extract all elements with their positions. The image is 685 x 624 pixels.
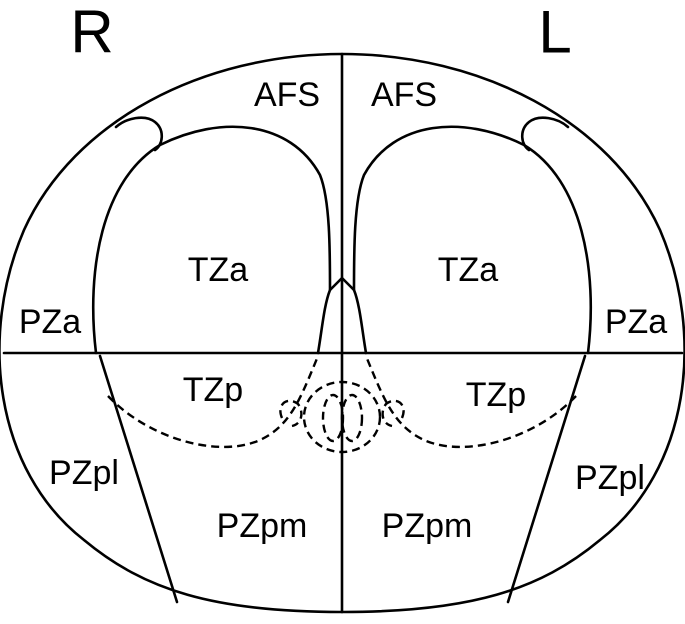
pzpl-boundary-right <box>98 354 179 604</box>
transition-zone-left <box>352 125 593 355</box>
zone-label-pzpl-right: PZpl <box>49 454 119 492</box>
urethra-inner-left <box>340 393 364 443</box>
midline-notch <box>328 276 356 292</box>
urethra-inner-right <box>321 393 345 443</box>
zone-label-pza-right: PZa <box>19 303 81 341</box>
urethra-outer <box>302 380 382 454</box>
tzp-boundary-right <box>107 355 320 449</box>
transition-zone-right <box>91 125 332 355</box>
zone-label-tzp-left: TZp <box>466 376 526 414</box>
zone-label-afs-left: AFS <box>371 76 437 114</box>
zone-label-tza-left: TZa <box>438 251 499 289</box>
zone-label-tza-right: TZa <box>188 251 249 289</box>
zone-label-tzp-right: TZp <box>183 371 243 409</box>
zone-label-pzpl-left: PZpl <box>575 459 645 497</box>
afs-bump-left <box>520 116 570 152</box>
zone-label-pza-left: PZa <box>605 303 667 341</box>
zone-label-pzpm-left: PZpm <box>382 507 473 545</box>
side-label-left: L <box>538 0 571 66</box>
periurethral-lobe-right <box>279 399 303 428</box>
zone-label-pzpm-right: PZpm <box>217 507 308 545</box>
tzp-boundary-left <box>364 355 577 449</box>
afs-bump-right <box>114 116 164 152</box>
periurethral-lobe-left <box>381 399 405 428</box>
side-label-right: R <box>70 0 113 66</box>
zone-label-afs-right: AFS <box>254 76 320 114</box>
pzpl-boundary-left <box>506 354 587 604</box>
